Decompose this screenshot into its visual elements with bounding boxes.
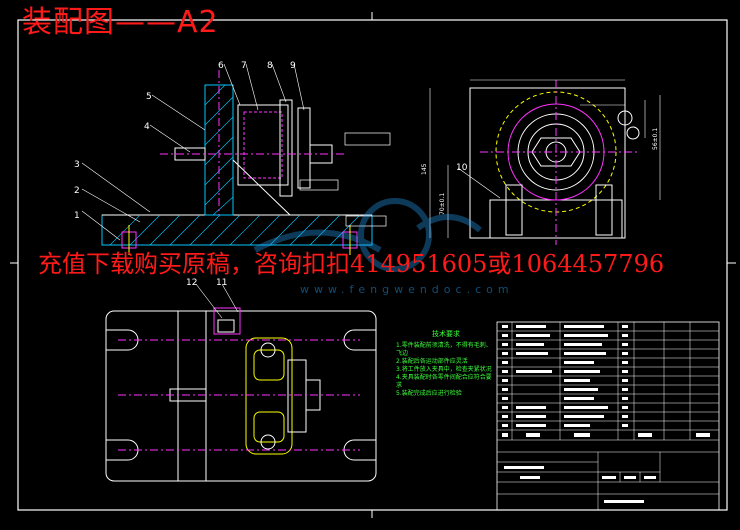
part-label: 8	[267, 61, 273, 71]
parts-list-table	[496, 321, 720, 511]
svg-text:145: 145	[421, 163, 428, 175]
drawing-title: 装配图——A2	[22, 5, 219, 40]
tech-note-line: 3.将工件放入夹具中，检查夹紧状况	[396, 366, 492, 373]
top-view-part-numbers: 11 12	[186, 278, 227, 288]
watermark-logo	[253, 198, 482, 272]
svg-text:70±0.1: 70±0.1	[439, 193, 446, 215]
front-view-part-numbers: 1 2 3 4 5 6 7 8 9	[74, 61, 296, 221]
watermark-url: www.fengwendoc.com	[300, 283, 514, 296]
technical-requirements: 技术要求 1.零件装配前须清洗，不得有毛刺、飞边 2.装配后各运动部件应灵活 3…	[396, 330, 496, 398]
part-label: 9	[290, 61, 296, 71]
part-label: 2	[74, 186, 80, 196]
svg-text:56±0.1: 56±0.1	[652, 128, 659, 150]
part-label: 11	[216, 278, 227, 288]
front-view	[81, 63, 391, 255]
parts-list-row-marks	[502, 325, 710, 503]
part-label: 1	[74, 211, 80, 221]
side-view: 145 70±0.1 56±0.1	[421, 79, 661, 245]
part-label: 6	[218, 61, 224, 71]
purchase-overlay-text: 充值下载购买原稿，咨询扣扣414951605或1064457796	[38, 250, 665, 278]
part-label: 12	[186, 278, 197, 288]
tech-note-line: 4.夹具装配时各零件间配合应符合要求	[396, 374, 492, 389]
top-view	[105, 283, 377, 482]
tech-note-line: 2.装配后各运动部件应灵活	[396, 358, 468, 365]
tech-note-line: 5.装配完成后应进行检验	[396, 390, 462, 397]
tech-note-line: 1.零件装配前须清洗，不得有毛刺、飞边	[396, 342, 492, 357]
base-plate	[101, 214, 373, 246]
part-label: 3	[74, 160, 80, 170]
part-label: 7	[241, 61, 247, 71]
tech-notes-title: 技术要求	[432, 330, 460, 338]
part-label: 10	[456, 163, 468, 173]
part-label: 4	[144, 122, 150, 132]
part-label: 5	[146, 92, 152, 102]
